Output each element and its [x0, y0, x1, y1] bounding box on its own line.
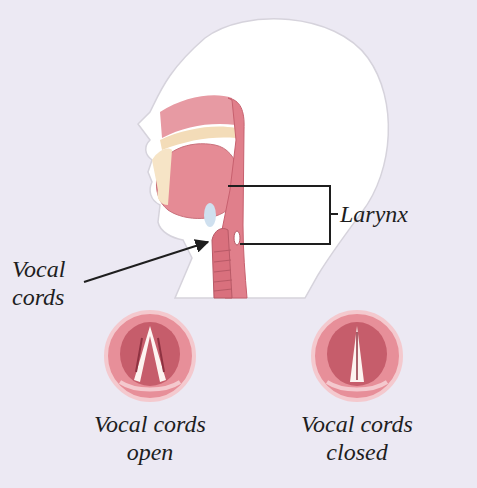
pharynx-trachea [204, 98, 247, 298]
caption-label: Vocal cords closed [282, 410, 432, 466]
caption-label: Vocal cords open [75, 410, 225, 466]
vocal-cords-closed [313, 312, 401, 400]
pointer-arrow [84, 242, 208, 282]
part-label: Larynx [340, 200, 408, 228]
part-label: Vocal cords [12, 255, 90, 311]
larynx-bracket [228, 186, 338, 244]
oral-nasal-cavity [152, 95, 239, 218]
head-outline [138, 19, 388, 298]
vocal-cords-open [106, 312, 194, 400]
